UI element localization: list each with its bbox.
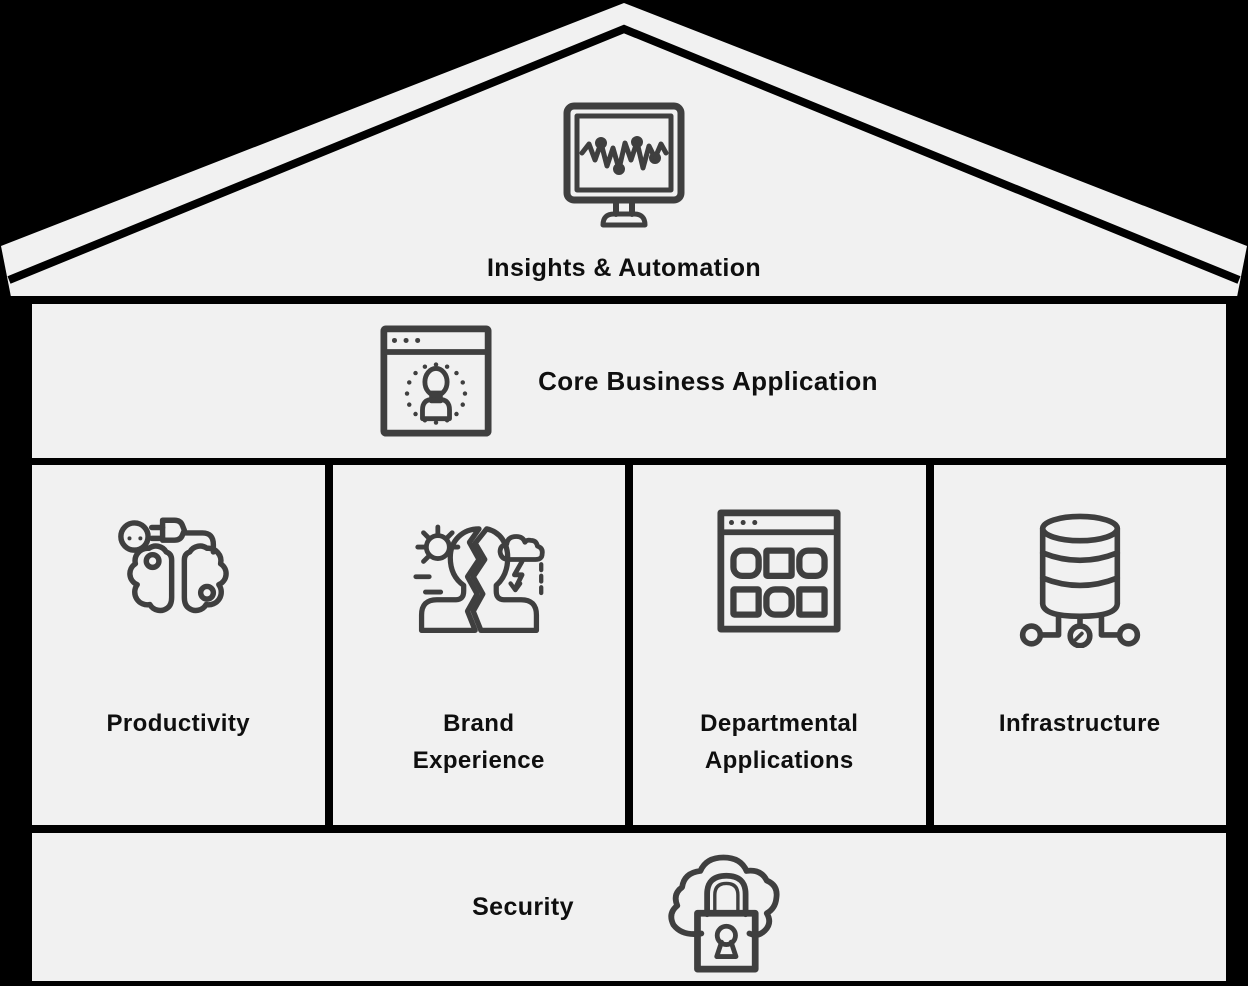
database-network-icon <box>1019 513 1140 648</box>
icon-wrap <box>1010 465 1150 677</box>
app-window-grid-icon <box>717 509 841 633</box>
pillar-departmental-applications: Departmental Applications <box>633 465 926 825</box>
cloud-lock-icon <box>668 854 780 972</box>
person-weather-icon <box>413 524 545 633</box>
security-row: Security <box>32 833 1226 981</box>
core-business-row: Core Business Application <box>32 304 1226 458</box>
icon-wrap <box>716 465 842 677</box>
pillar-label: Infrastructure <box>998 710 1161 737</box>
pillar-infrastructure: Infrastructure <box>933 465 1226 825</box>
pillar-label: Productivity <box>106 710 250 737</box>
brain-plug-icon <box>118 517 230 614</box>
roof-section: Insights & Automation <box>0 102 1248 283</box>
browser-user-icon <box>380 325 492 437</box>
core-label: Core Business Application <box>538 365 878 396</box>
roof-label: Insights & Automation <box>486 254 762 282</box>
pillar-label: Brand Experience <box>412 710 545 775</box>
icon-wrap <box>110 465 246 677</box>
pillar-label: Departmental Applications <box>700 710 859 775</box>
security-label: Security <box>472 892 574 921</box>
pillar-productivity: Productivity <box>32 465 325 825</box>
pillars-row: Productivity <box>32 465 1226 825</box>
pillar-brand-experience: Brand Experience <box>332 465 625 825</box>
monitor-waveform-icon <box>563 102 685 228</box>
icon-wrap <box>412 465 546 677</box>
